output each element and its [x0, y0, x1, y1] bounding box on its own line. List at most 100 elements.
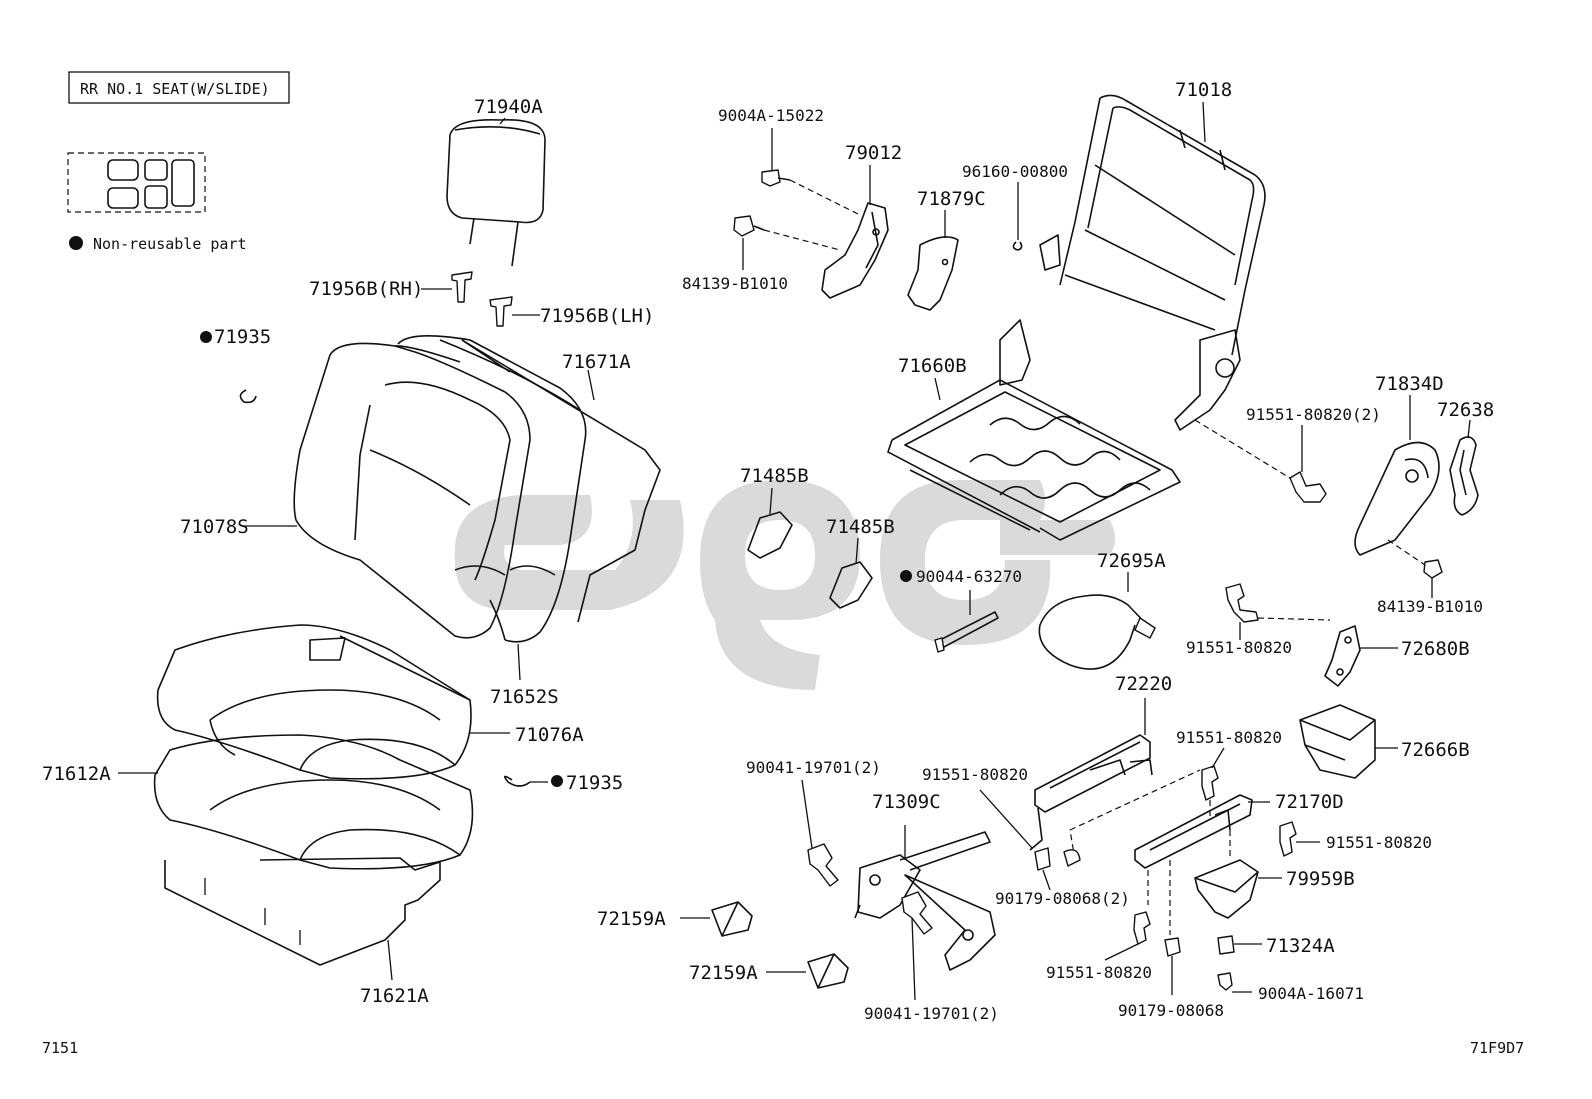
- label-9004A-16071: 9004A-16071: [1258, 984, 1364, 1003]
- label-91551-80820-c: 91551-80820: [922, 765, 1028, 784]
- label-72680B: 72680B: [1401, 638, 1470, 660]
- part-seat-frame: [887, 319, 1181, 541]
- part-cover-72666B: [1299, 704, 1376, 779]
- part-cap-72159A-a: [711, 901, 753, 937]
- part-screw-84139-b: [1423, 559, 1443, 579]
- part-release-cable-72695A: [1038, 594, 1156, 670]
- part-seat-pad: [153, 734, 474, 870]
- part-cover-71485B-b: [829, 561, 873, 609]
- part-nut-90179-b: [1164, 937, 1181, 957]
- part-seat-track-72220: [1029, 734, 1153, 851]
- part-clip-71935-b: [504, 775, 531, 787]
- label-71956B-rh: 71956B(RH): [309, 278, 423, 300]
- part-screw-9004A: [761, 169, 791, 187]
- part-headrest: [446, 118, 546, 267]
- part-headrest-guide-lh: [489, 296, 513, 327]
- label-90041-19701-2-b: 90041-19701(2): [864, 1004, 999, 1023]
- part-cable-tie-90044: [934, 611, 999, 653]
- part-bolt-91551-c: [1201, 765, 1219, 801]
- part-bolt-91551-e: [1133, 911, 1151, 945]
- label-84139-B1010-a: 84139-B1010: [682, 274, 788, 293]
- footer-left-code: 7151: [42, 1039, 78, 1057]
- label-71660B: 71660B: [898, 355, 967, 377]
- part-cap-72159A-b: [807, 953, 849, 989]
- label-90041-19701-2-a: 90041-19701(2): [746, 758, 881, 777]
- part-recliner-cover-71834D: [1354, 441, 1440, 556]
- label-71935-a: 71935: [214, 326, 271, 348]
- label-71612A: 71612A: [42, 763, 111, 785]
- label-71940A: 71940A: [474, 96, 543, 118]
- label-90179-08068-2: 90179-08068(2): [995, 889, 1130, 908]
- label-79959B: 79959B: [1286, 868, 1355, 890]
- part-clip-71935-a: [239, 389, 257, 404]
- non-reusable-dot-icon: [551, 775, 563, 787]
- footer-right-code: 71F9D7: [1470, 1039, 1524, 1057]
- non-reusable-dot-icon: [900, 570, 912, 582]
- part-screw-84139-a: [733, 215, 765, 237]
- non-reusable-dot-icon: [200, 331, 212, 343]
- label-72638: 72638: [1437, 399, 1494, 421]
- label-71671A: 71671A: [562, 351, 631, 373]
- label-90044-63270: 90044-63270: [916, 567, 1022, 586]
- part-screw-9004A-16071: [1217, 972, 1233, 991]
- label-96160-00800: 96160-00800: [962, 162, 1068, 181]
- part-seatback-pad-inner: [397, 335, 587, 643]
- part-cover-79959B: [1194, 859, 1259, 919]
- part-stopper-71324A: [1217, 935, 1235, 955]
- part-cover-71879C: [907, 236, 959, 311]
- watermark-logo: [454, 480, 1115, 690]
- label-71018: 71018: [1175, 79, 1232, 101]
- part-bolt-90041-a: [807, 843, 839, 887]
- part-slide-link-71309C: [854, 831, 996, 971]
- part-knob-72638: [1449, 436, 1479, 516]
- label-79012: 79012: [845, 142, 902, 164]
- label-91551-80820-e: 91551-80820: [1046, 963, 1152, 982]
- part-seat-cushion: [156, 624, 472, 780]
- part-washer-96160: [1012, 241, 1023, 251]
- label-72159A-b: 72159A: [689, 962, 758, 984]
- label-90179-08068: 90179-08068: [1118, 1001, 1224, 1020]
- part-bolt-91551-d: [1279, 821, 1297, 857]
- non-reusable-dot-icon: [69, 236, 83, 250]
- label-84139-B1010-b: 84139-B1010: [1377, 597, 1483, 616]
- part-bracket-72680B: [1324, 625, 1361, 687]
- label-72220: 72220: [1115, 673, 1172, 695]
- label-71309C: 71309C: [872, 791, 941, 813]
- label-91551-80820-2: 91551-80820(2): [1246, 405, 1381, 424]
- label-91551-80820-b: 91551-80820: [1176, 728, 1282, 747]
- label-9004A-15022: 9004A-15022: [718, 106, 824, 125]
- label-71621A: 71621A: [360, 985, 429, 1007]
- label-71834D: 71834D: [1375, 373, 1444, 395]
- page-title: RR NO.1 SEAT(W/SLIDE): [80, 80, 270, 98]
- part-cover-71485B-a: [747, 511, 793, 559]
- part-nut-90179-a: [1034, 847, 1081, 871]
- part-seatback-board: [461, 339, 661, 623]
- label-91551-80820-d: 91551-80820: [1326, 833, 1432, 852]
- part-bolt-91551-b: [1225, 583, 1259, 623]
- part-seatback-pad: [293, 342, 531, 639]
- label-72170D: 72170D: [1275, 791, 1344, 813]
- label-71485B-b: 71485B: [826, 516, 895, 538]
- label-71652S: 71652S: [490, 686, 559, 708]
- label-71078S: 71078S: [180, 516, 249, 538]
- label-72159A-a: 72159A: [597, 908, 666, 930]
- seat-position-icon: [67, 152, 206, 213]
- label-71485B-a: 71485B: [740, 465, 809, 487]
- part-seatback-frame: [1039, 94, 1266, 431]
- label-91551-80820-a: 91551-80820: [1186, 638, 1292, 657]
- label-71956B-lh: 71956B(LH): [540, 305, 654, 327]
- label-72695A: 72695A: [1097, 550, 1166, 572]
- label-72666B: 72666B: [1401, 739, 1470, 761]
- part-bolt-90041-b: [901, 891, 933, 935]
- legend-text: Non-reusable part: [93, 235, 247, 253]
- part-cover-79012: [821, 202, 889, 299]
- part-headrest-guide-rh: [451, 271, 473, 303]
- title-box: [68, 71, 290, 104]
- label-71324A: 71324A: [1266, 935, 1335, 957]
- part-seat-board: [164, 857, 441, 966]
- part-seat-track-72170D: [1134, 794, 1253, 869]
- label-71879C: 71879C: [917, 188, 986, 210]
- part-bolt-91551-a: [1289, 471, 1327, 503]
